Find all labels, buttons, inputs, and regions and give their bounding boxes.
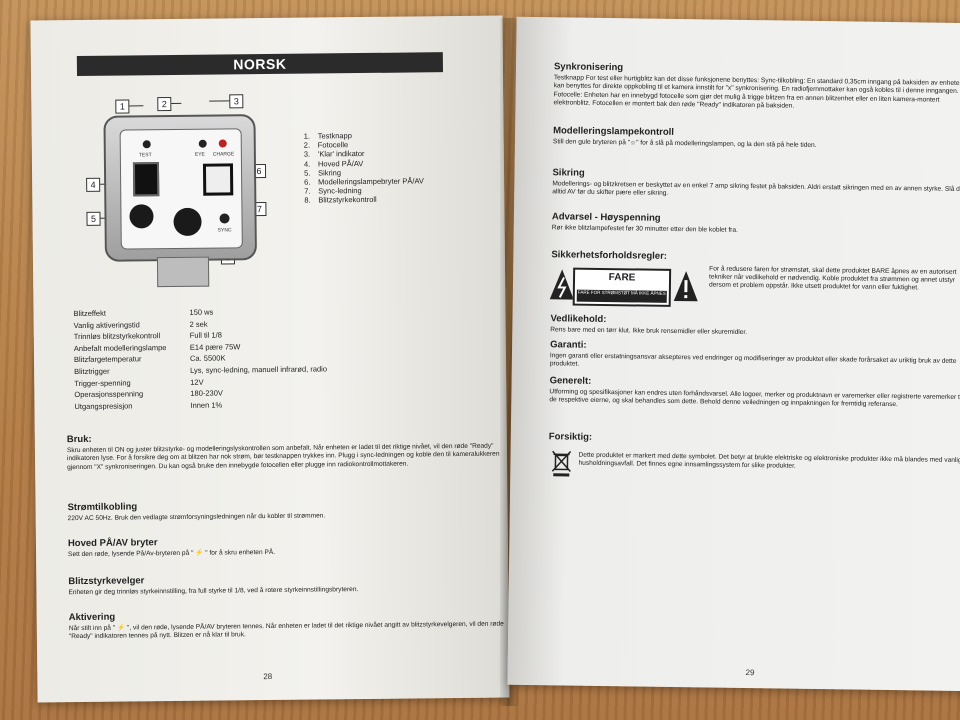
callout-4: 4 [86,177,101,192]
power-control-knob [173,207,202,237]
flash-unit-illustration: TEST EYE CHARGE SYNC [103,114,257,288]
fuse-holder [129,204,154,229]
danger-label: FARE FARE FOR STRØMSTØT MÅ IKKE ÅPNES [572,267,672,307]
section-text: Sett den røde, lysende På/Av-bryteren på… [68,548,276,559]
section-hoved-bryter: Hoved PÅ/AV bryter Sett den røde, lysend… [68,534,508,560]
section-stromtilkobling: Strømtilkobling 220V AC 50Hz. Bruk den v… [67,498,507,524]
section-blitzstyrkevelger: Blitzstyrkevelger Enheten gir deg trinnl… [68,572,508,598]
main-power-switch [132,162,160,197]
section-sikring: Sikring Modellerings- og blitzkretsen er… [552,167,960,203]
section-synkronisering: Synkronisering Testknapp For test eller … [553,61,960,113]
section-text: Utforming og spesifikasjoner kan endres … [549,388,960,409]
ready-indicator [218,139,227,148]
photocell-eye [198,139,207,148]
modeling-lamp-switch [202,163,234,196]
test-button [142,140,151,149]
page-number: 29 [745,668,755,678]
test-label: TEST [138,152,152,159]
danger-subtitle: FARE FOR STRØMSTØT MÅ IKKE ÅPNES [576,289,667,303]
section-vedlikehold: Vedlikehold: Rens bare med en tørr klut.… [550,313,960,340]
section-text: Ingen garanti eller erstatningsansvar ak… [549,352,957,369]
section-generelt: Generelt: Utforming og spesifikasjoner k… [549,375,960,411]
sync-socket [219,213,230,224]
eye-label: EYE [194,151,205,158]
mount-bracket [156,256,210,288]
section-aktivering: Aktivering Når stilt inn på " ⚡ ", vil d… [69,608,509,642]
left-page: NORSK 1 2 3 4 5 6 7 8 TEST EYE CHARGE SY… [30,15,510,703]
section-bruk: Bruk: Skru enheten til ON og juster blit… [67,430,507,473]
weee-bin-icon [551,450,572,477]
page-number: 28 [263,671,273,682]
parts-legend: 1.Testknapp 2.Fotocelle 3.'Klar' indikat… [304,130,425,205]
sync-label: SYNC [217,227,232,234]
weee-text: Dette produktet er markert med dette sym… [578,451,960,471]
section-forsiktig: Forsiktig: [549,431,960,450]
exclamation-warning-icon [673,271,698,302]
section-text: Modellerings- og blitzkretsen er beskytt… [552,180,960,198]
section-heading: Forsiktig: [548,431,593,443]
section-text: Når stilt inn på " ⚡ ", vil den røde, ly… [68,620,504,641]
section-garanti: Garanti: Ingen garanti eller erstatnings… [550,339,960,375]
callout-2: 2 [157,97,172,112]
section-text: Skru enheten til ON og juster blitzstyrk… [66,442,500,471]
shock-warning-icon [549,269,574,300]
section-text: 220V AC 50Hz. Bruk den vedlagte strømfor… [67,512,326,523]
right-page: Synkronisering Testknapp For test eller … [507,16,960,692]
section-heading: Sikkerhetsforholdsregler: [551,249,668,262]
section-text: Enheten gir deg trinnløs styrkeinnstilli… [68,586,359,597]
charge-label: CHARGE [212,151,235,158]
language-header: NORSK [76,52,444,77]
rear-control-panel: TEST EYE CHARGE SYNC [119,128,243,250]
callout-1: 1 [115,99,130,114]
section-advarsel: Advarsel - Høyspenning Rør ikke blitzlam… [552,211,960,238]
callout-5: 5 [86,211,101,226]
section-modelleringslampekontroll: Modelleringslampekontroll Still den gule… [553,125,960,152]
legend-item: 8.Blitzstyrkekontroll [304,195,377,206]
section-text: Testknapp For test eller hurtigblitz kan… [553,74,960,110]
callout-3: 3 [229,94,244,109]
danger-title: FARE [608,272,636,284]
safety-text: For å redusere faren for strømstøt, skal… [708,265,957,292]
legend-item: 6.Modelleringslampebryter PÅ/AV [304,176,424,187]
